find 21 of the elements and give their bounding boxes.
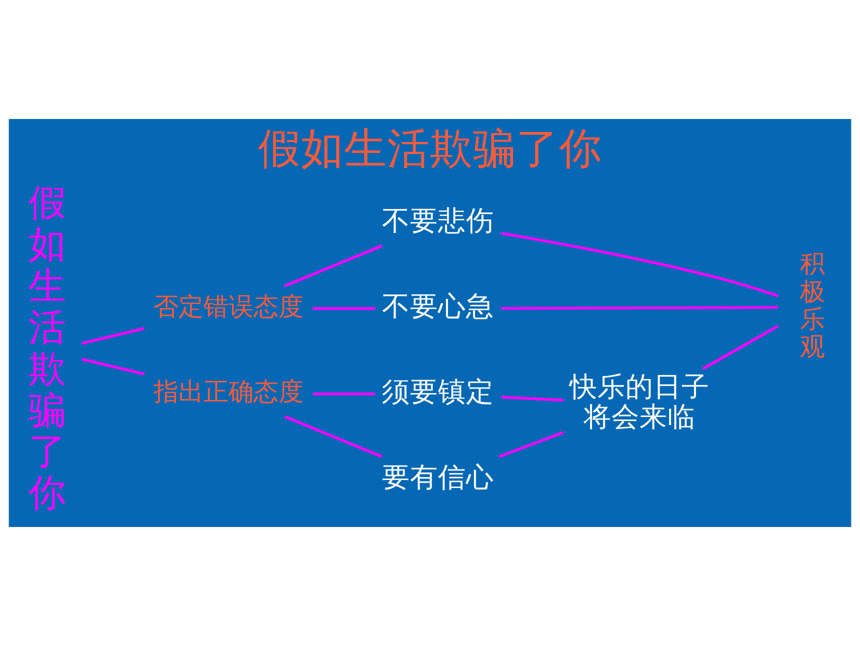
connector: [312, 306, 376, 310]
node-text: 要有信心: [382, 460, 494, 493]
node-text: 快乐的日子将会来临: [570, 369, 710, 433]
connector: [498, 430, 564, 458]
node-text: 积极乐观: [800, 248, 825, 361]
connector: [284, 414, 383, 458]
node-text: 指出正确态度: [154, 376, 304, 406]
connector: [702, 324, 779, 370]
node-text: 须要镇定: [382, 374, 494, 408]
node-text: 否定错误态度: [154, 291, 304, 320]
connector: [501, 395, 564, 402]
connector: [81, 357, 145, 375]
connector: [501, 231, 779, 297]
diagram-title: 假如生活欺骗了你: [258, 124, 602, 174]
connector: [312, 392, 376, 395]
connector: [81, 326, 145, 344]
connector: [501, 306, 778, 310]
node-text: 不要心急: [382, 289, 494, 322]
connector: [284, 244, 383, 287]
node-text: 不要悲伤: [382, 204, 494, 237]
node-text: 假如生活欺骗了你: [28, 180, 67, 514]
